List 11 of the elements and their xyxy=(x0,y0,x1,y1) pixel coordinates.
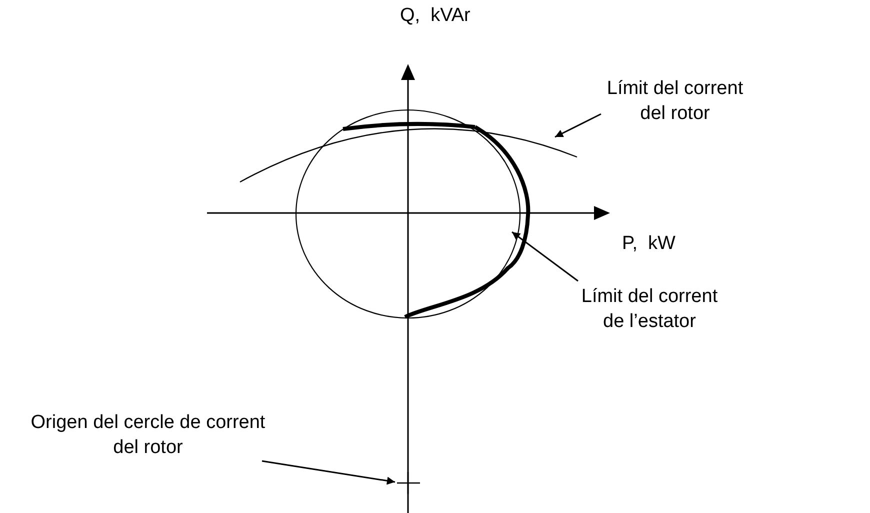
axis-label: P, kW xyxy=(622,232,676,256)
origin-mark xyxy=(397,472,420,494)
leader-arrow xyxy=(512,231,578,282)
annotation-text: Límit del corrent de l’estator xyxy=(572,284,727,334)
annotation-text: Origen del cercle de corrent del rotor xyxy=(30,410,266,460)
leader-arrow xyxy=(554,113,602,138)
annotation-text: Límit del corrent del rotor xyxy=(600,76,750,126)
rotor-limit-curve xyxy=(240,122,578,183)
axis-label: Q, kVAr xyxy=(400,4,470,28)
leader-arrow xyxy=(262,460,396,485)
stator-limit-curve xyxy=(404,125,530,319)
